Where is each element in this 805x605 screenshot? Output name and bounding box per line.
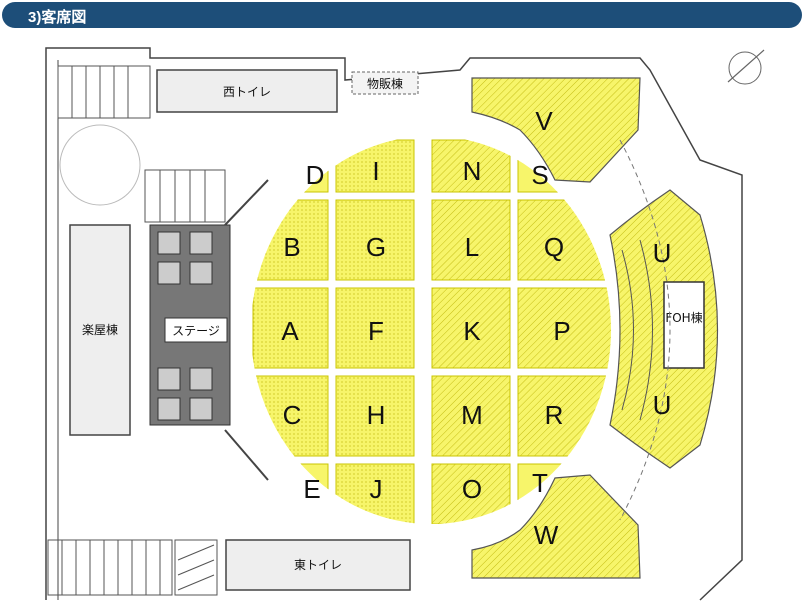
east-toilet-label: 東トイレ bbox=[294, 558, 342, 572]
block-label-f: F bbox=[368, 316, 384, 346]
block-label-u-south: U bbox=[653, 390, 672, 420]
west-toilet: 西トイレ bbox=[156, 69, 338, 113]
parking-area-sw bbox=[47, 539, 218, 596]
block-label-k: K bbox=[463, 316, 481, 346]
block-label-c: C bbox=[283, 400, 302, 430]
block-label-t: T bbox=[532, 468, 548, 498]
section-title: 3)客席図 bbox=[28, 9, 87, 26]
stand-w bbox=[471, 474, 641, 579]
block-label-e: E bbox=[303, 474, 320, 504]
block-label-p: P bbox=[553, 316, 570, 346]
block-label-n: N bbox=[463, 156, 482, 186]
foh-building: FOH棟 bbox=[663, 281, 705, 369]
dressing-label: 楽屋棟 bbox=[82, 322, 118, 337]
east-toilet: 東トイレ bbox=[225, 539, 411, 591]
merch-building: 物販棟 bbox=[351, 71, 419, 95]
block-label-s: S bbox=[531, 160, 548, 190]
site-boundary bbox=[45, 47, 743, 601]
block-label-o: O bbox=[462, 474, 482, 504]
block-label-j: J bbox=[370, 474, 383, 504]
west-toilet-label: 西トイレ bbox=[223, 85, 271, 99]
block-label-d: D bbox=[306, 160, 325, 190]
dressing-building: 楽屋棟 bbox=[69, 224, 131, 436]
stand-v bbox=[471, 77, 641, 183]
block-label-l: L bbox=[465, 232, 479, 262]
block-label-r: R bbox=[545, 400, 564, 430]
section-banner: 3)客席図 bbox=[2, 2, 802, 28]
block-label-w: W bbox=[534, 520, 559, 550]
block-label-i: I bbox=[372, 156, 379, 186]
block-label-q: Q bbox=[544, 232, 564, 262]
block-label-u-north: U bbox=[653, 238, 672, 268]
block-label-g: G bbox=[366, 232, 386, 262]
parking-area-nw bbox=[57, 65, 151, 119]
block-label-m: M bbox=[461, 400, 483, 430]
block-label-a: A bbox=[281, 316, 299, 346]
foh-label: FOH棟 bbox=[665, 310, 702, 325]
outer-arc bbox=[619, 139, 671, 521]
compass-icon bbox=[727, 49, 765, 85]
stage-label: ステージ bbox=[172, 324, 220, 338]
block-label-h: H bbox=[367, 400, 386, 430]
block-label-v: V bbox=[535, 106, 553, 136]
block-labels: A B C D E F G H I J K L M N O P Q R S T … bbox=[281, 106, 671, 550]
merch-label: 物販棟 bbox=[367, 76, 403, 91]
block-label-b: B bbox=[283, 232, 300, 262]
stage-structure: ステージ bbox=[144, 169, 269, 481]
roundabout bbox=[59, 124, 141, 206]
